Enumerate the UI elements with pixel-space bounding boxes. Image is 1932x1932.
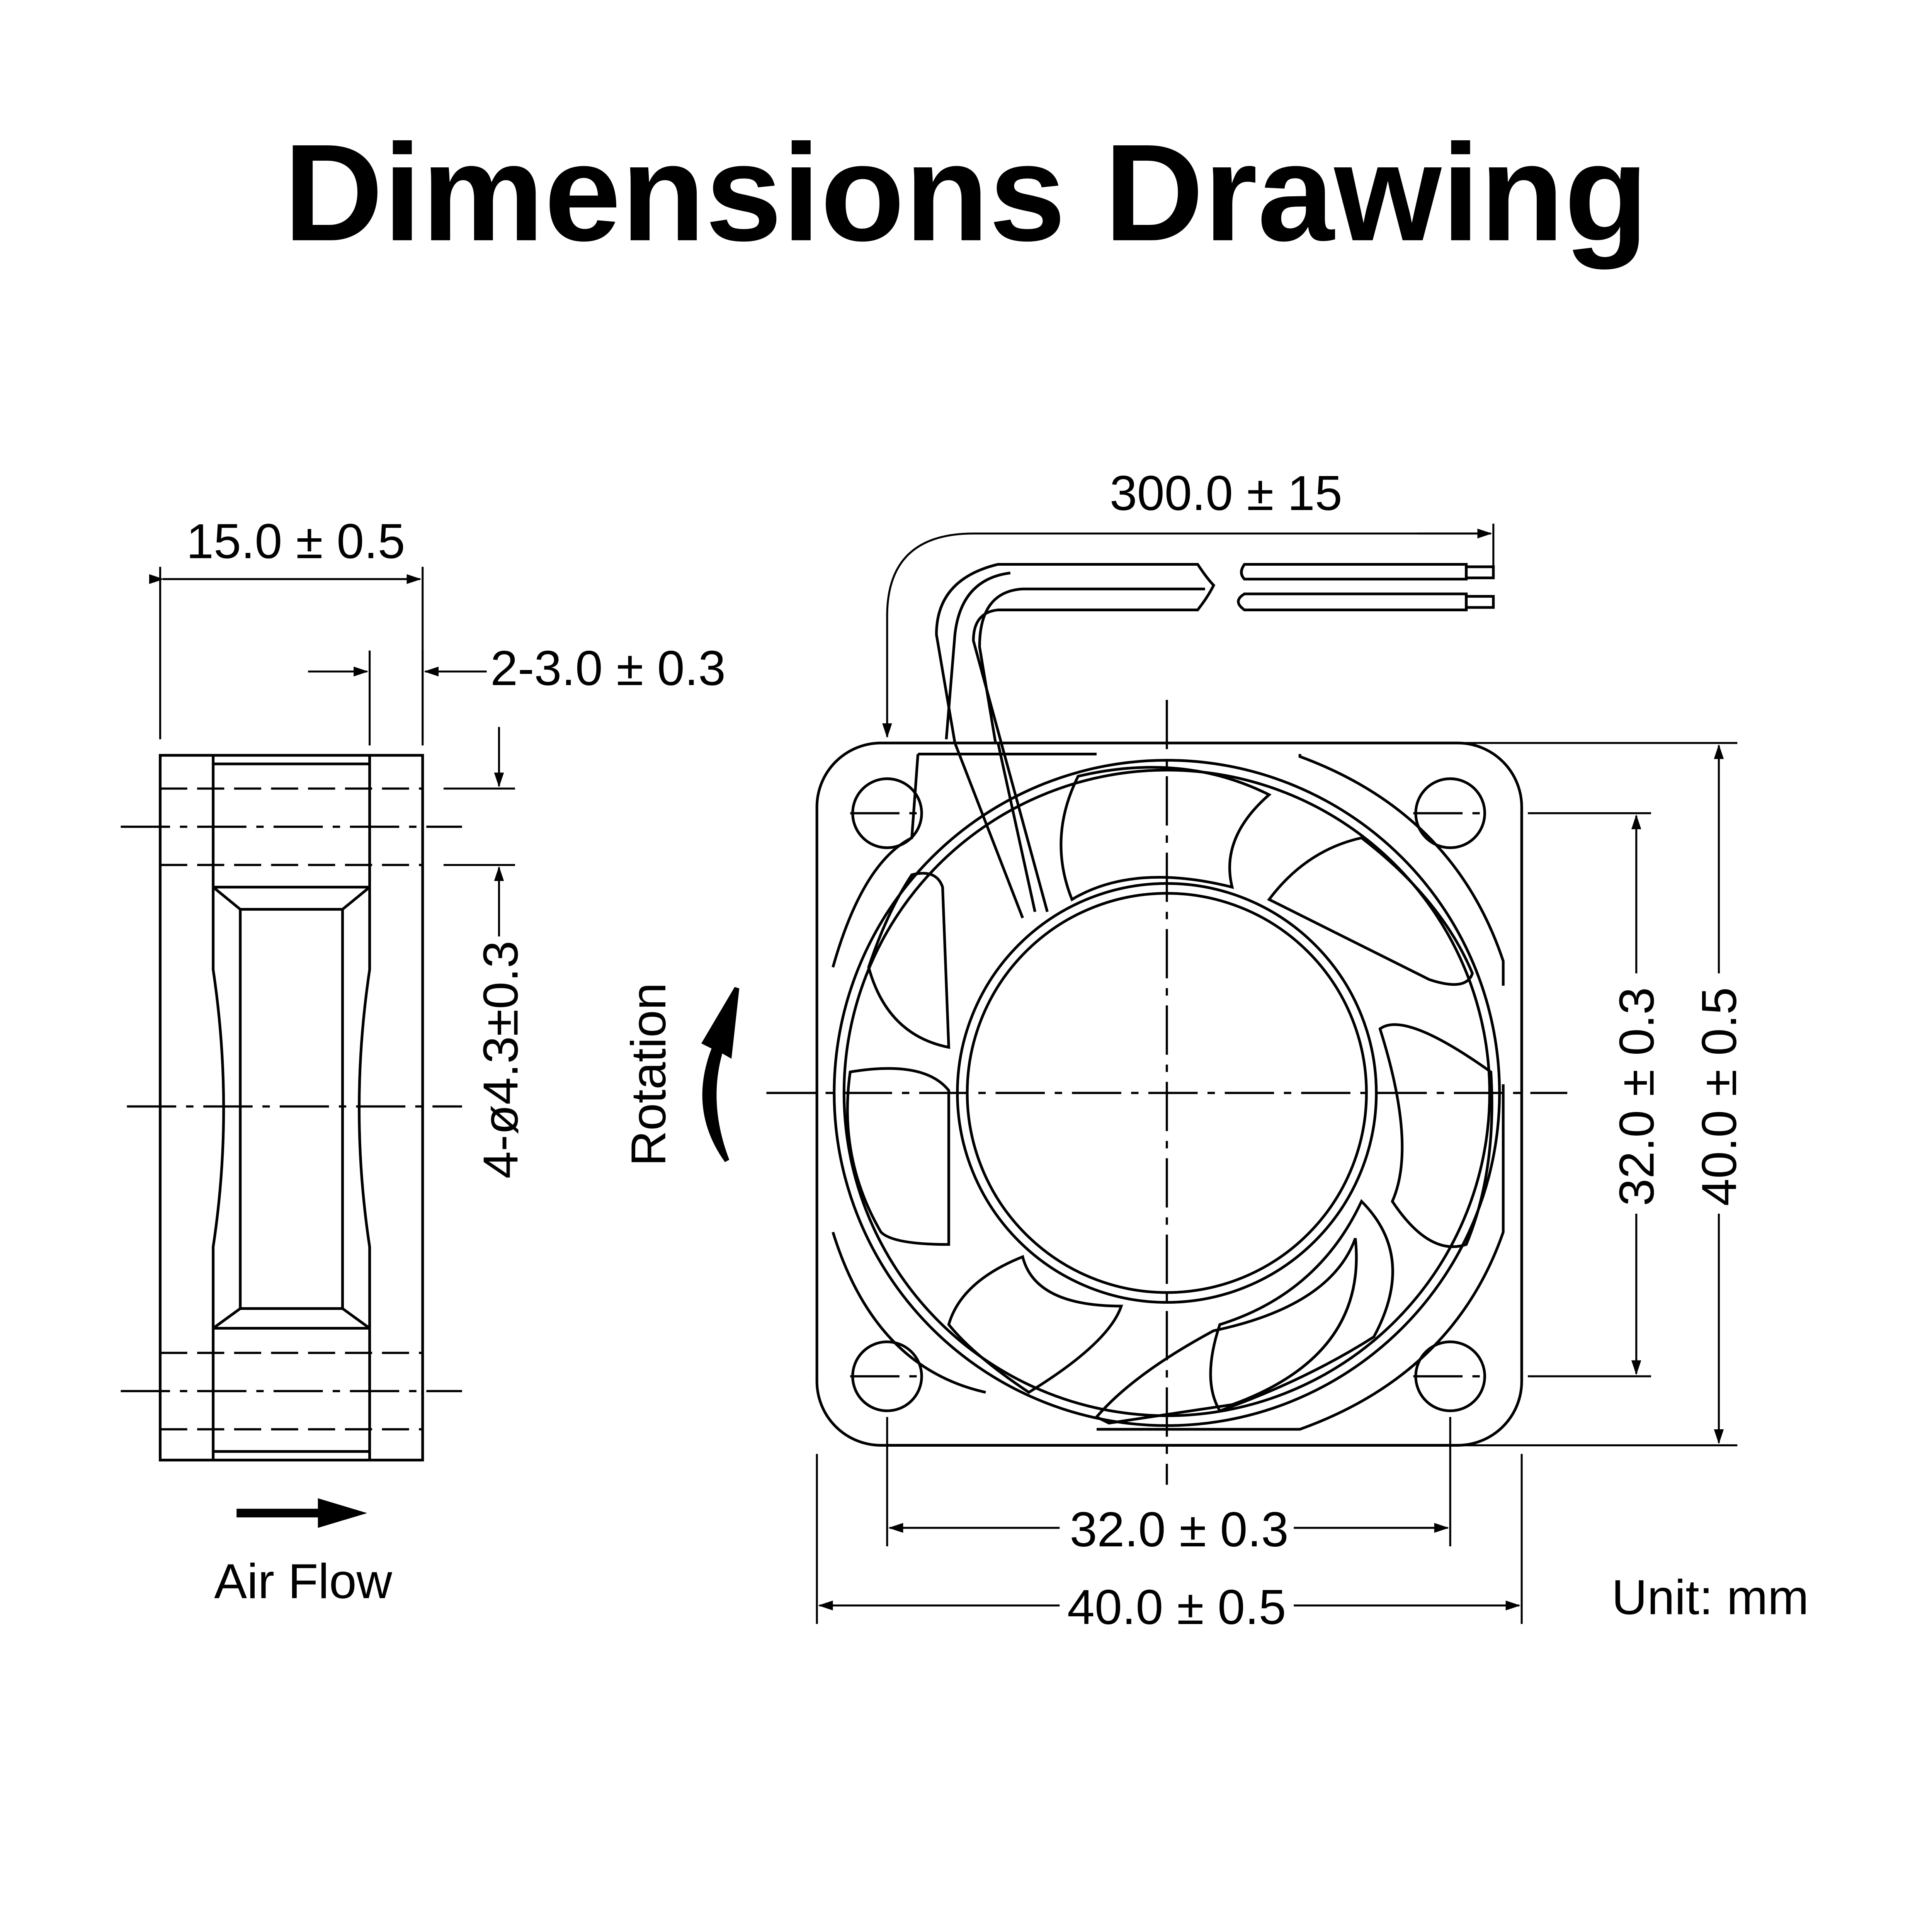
- airflow-label: Air Flow: [214, 1554, 393, 1609]
- overall-height-dim: 40.0 ± 0.5: [1692, 987, 1747, 1206]
- page-title: Dimensions Drawing: [284, 116, 1648, 270]
- side-view: 15.0 ± 0.5 2-3.0 ± 0.3 4-ø4.3±0.3 Air Fl…: [121, 514, 726, 1609]
- lead-length-dim: 300.0 ± 15: [1110, 466, 1342, 521]
- side-hole-dim: 4-ø4.3±0.3: [473, 940, 528, 1179]
- front-view: 300.0 ± 15 32.0 ± 0.3 40.0 ± 0.5 32.0 ± …: [766, 466, 1747, 1635]
- side-width-dim: 15.0 ± 0.5: [186, 514, 405, 569]
- unit-label: Unit: mm: [1612, 1570, 1809, 1625]
- side-flange-dim: 2-3.0 ± 0.3: [490, 641, 726, 696]
- rotation-arrow-icon: [701, 987, 740, 1162]
- fan-blades: [846, 766, 1493, 1425]
- hole-spacing-v-dim: 32.0 ± 0.3: [1609, 987, 1664, 1206]
- overall-width-dim: 40.0 ± 0.5: [1067, 1580, 1286, 1635]
- rotation-label: Rotation: [621, 983, 676, 1166]
- rotation-indicator: Rotation: [621, 983, 740, 1166]
- hole-spacing-h-dim: 32.0 ± 0.3: [1070, 1502, 1288, 1557]
